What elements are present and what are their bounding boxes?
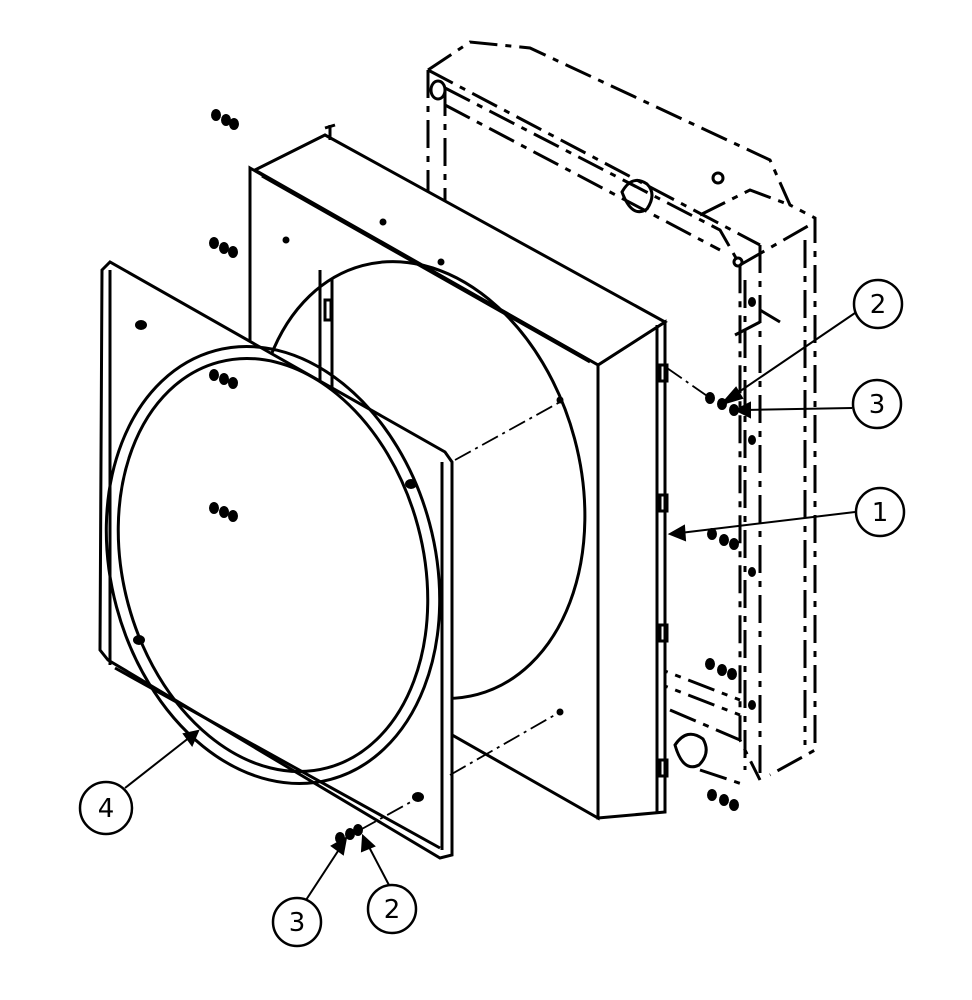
mounting-plate [98, 260, 454, 860]
callout-label: 2 [384, 895, 401, 925]
callout-2-top: 2 [852, 278, 904, 330]
callout-3-bottom: 3 [271, 896, 323, 948]
leader-lines [124, 312, 856, 901]
callout-label: 3 [289, 908, 306, 938]
callout-3-top: 3 [851, 378, 903, 430]
callout-label: 3 [869, 390, 886, 420]
alignment-lines [359, 367, 711, 831]
callout-label: 1 [872, 498, 889, 528]
fan-ring [104, 345, 442, 785]
callout-4: 4 [78, 780, 134, 836]
callout-label: 4 [98, 794, 115, 824]
bolts [209, 109, 756, 844]
callout-label: 2 [870, 290, 887, 320]
callout-1: 1 [854, 486, 906, 538]
callout-2-bottom: 2 [366, 883, 418, 935]
mounting-plate-lines [108, 270, 444, 850]
